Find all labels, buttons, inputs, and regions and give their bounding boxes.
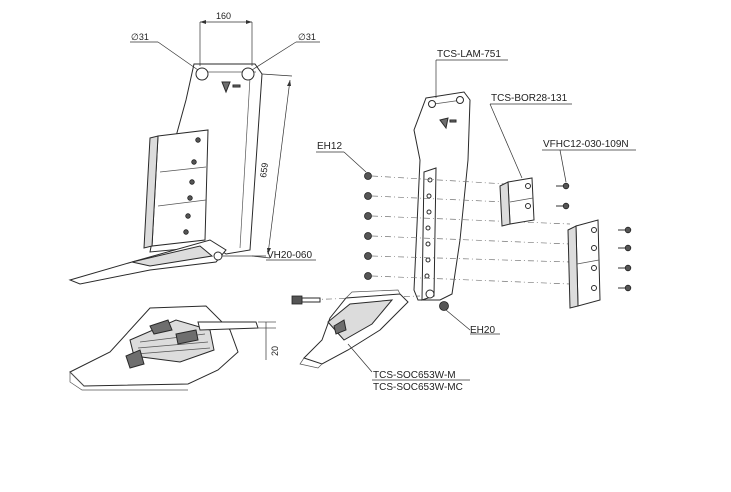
nuts-eh12: [364, 172, 372, 280]
label-tcs-bor28-131: TCS-BOR28-131: [491, 93, 568, 104]
label-eh12: EH12: [317, 141, 342, 152]
callout-vfhc: VFHC12-030-109N: [542, 139, 636, 183]
label-tcs-lam-751: TCS-LAM-751: [437, 49, 501, 60]
nut-eh20: [439, 301, 449, 311]
side-plate-tcs-bor28-131: [499, 177, 535, 227]
label-tcs-soc653w-m: TCS-SOC653W-M: [373, 370, 456, 381]
svg-text:∅31: ∅31: [298, 32, 316, 42]
logo-mark: [221, 81, 231, 94]
label-vh20-060: VH20-060: [267, 250, 312, 261]
callout-soc: TCS-SOC653W-M TCS-SOC653W-MC: [347, 343, 470, 393]
point-tcs-soc653w: [299, 289, 409, 369]
svg-text:∅31: ∅31: [131, 32, 149, 42]
label-eh20: EH20: [470, 325, 495, 336]
dimension-160: 160: [199, 11, 253, 66]
callout-vh20: VH20-060: [222, 250, 316, 261]
dimension-20-text: 20: [270, 346, 280, 356]
side-plate-large: [567, 219, 601, 309]
mount-hole-left: [195, 67, 209, 81]
assembled-tine-view: [68, 63, 263, 285]
dimension-659-text: 659: [258, 162, 270, 178]
bolts-vfhc12: [556, 182, 632, 292]
callout-lam: TCS-LAM-751: [435, 49, 508, 98]
point-detail-view: 20: [69, 305, 280, 391]
shank-tcs-lam-751: [413, 91, 471, 301]
label-tcs-soc653w-mc: TCS-SOC653W-MC: [373, 382, 463, 393]
diameter-callout-left: ∅31: [130, 32, 199, 71]
diameter-callout-right: ∅31: [251, 32, 320, 71]
bolt-vh20: [291, 295, 321, 305]
mount-hole-right: [241, 67, 255, 81]
callout-eh12: EH12: [316, 141, 367, 173]
dimension-659: 659: [251, 73, 293, 259]
label-vfhc12-030-109n: VFHC12-030-109N: [543, 139, 629, 150]
dimension-160-text: 160: [216, 11, 231, 21]
callout-eh20: EH20: [445, 309, 500, 336]
callout-bor: TCS-BOR28-131: [489, 93, 572, 179]
